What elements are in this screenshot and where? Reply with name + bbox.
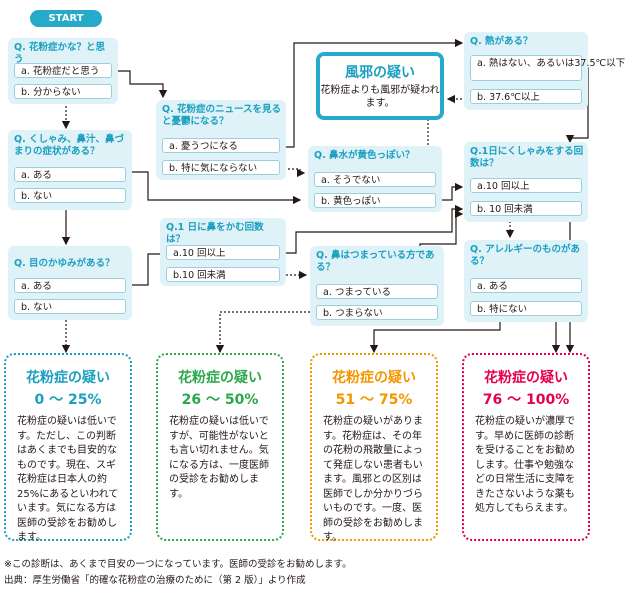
option-yes[interactable]: a. ある bbox=[470, 278, 582, 293]
result-range: 26 ～ 50% bbox=[181, 392, 259, 408]
option-no[interactable]: b. ない bbox=[14, 299, 126, 314]
question-allergy: Q. アレルギーのものがある？ a. ある b. 特にない bbox=[464, 240, 588, 322]
option-not-sure[interactable]: b. 分からない bbox=[14, 84, 112, 99]
start-label: START bbox=[30, 10, 102, 27]
option-not-bothered[interactable]: b. 特に気にならない bbox=[162, 160, 280, 175]
source-note: 出典：厚生労働省「的確な花粉症の治療のために（第 2 版）」より作成 bbox=[4, 575, 306, 586]
question-title: Q.1日にくしゃみをする回数は？ bbox=[470, 146, 584, 169]
result-body: 花粉症の疑いが濃厚です。早めに医師の診断を受けることをお勧めします。仕事や勉強な… bbox=[475, 416, 575, 514]
question-title: Q. 花粉症のニュースを見ると憂鬱になる？ bbox=[162, 104, 282, 127]
result-body: 花粉症の疑いは低いですが、可能性がないとも言い切れません。気になる方は、一度医師… bbox=[169, 416, 269, 500]
option-gloomy[interactable]: a. 憂うつになる bbox=[162, 138, 280, 153]
question-title: Q. 花粉症かな？と思う bbox=[14, 42, 105, 65]
result-0-25: 花粉症の疑い 0 ～ 25% 花粉症の疑いは低いです。ただし、この判断はあくまで… bbox=[4, 353, 132, 543]
question-yellow-mucus: Q. 鼻水が黄色っぽい？ a. そうでない b. 黄色っぽい bbox=[308, 146, 442, 212]
result-title: 花粉症の疑い bbox=[484, 370, 568, 386]
result-26-50: 花粉症の疑い 26 ～ 50% 花粉症の疑いは低いですが、可能性がないとも言い切… bbox=[156, 353, 284, 541]
question-hay-fever-suspect: Q. 花粉症かな？と思う a. 花粉症だと思う b. 分からない bbox=[8, 38, 118, 104]
option-yes[interactable]: a. ある bbox=[14, 167, 126, 182]
result-range: 0 ～ 25% bbox=[34, 392, 102, 408]
question-title: Q. 鼻水が黄色っぽい？ bbox=[314, 150, 415, 161]
question-title: Q. 鼻はつまっている方である？ bbox=[316, 250, 435, 273]
question-title: Q. 目のかゆみがある？ bbox=[14, 258, 115, 269]
result-range: 76 ～ 100% bbox=[482, 392, 570, 408]
option-not-congested[interactable]: b. つまらない bbox=[316, 305, 438, 320]
question-nose-blowing: Q.1 日に鼻をかむ回数は？ a.10 回以上 b.10 回未満 bbox=[160, 218, 286, 286]
result-title: 花粉症の疑い bbox=[332, 370, 416, 386]
option-yellowish[interactable]: b. 黄色っぽい bbox=[314, 193, 436, 208]
option-yes[interactable]: a. ある bbox=[14, 278, 126, 293]
result-76-100: 花粉症の疑い 76 ～ 100% 花粉症の疑いが濃厚です。早めに医師の診断を受け… bbox=[462, 353, 590, 541]
question-title: Q.1 日に鼻をかむ回数は？ bbox=[166, 222, 264, 245]
question-news-gloom: Q. 花粉症のニュースを見ると憂鬱になる？ a. 憂うつになる b. 特に気にな… bbox=[156, 100, 286, 180]
option-congested[interactable]: a. つまっている bbox=[316, 284, 438, 299]
option-not-yellow[interactable]: a. そうでない bbox=[314, 172, 436, 187]
option-under-ten[interactable]: b.10 回未満 bbox=[166, 267, 280, 282]
question-sneeze-count: Q.1日にくしゃみをする回数は？ a.10 回以上 b. 10 回未満 bbox=[464, 142, 588, 222]
option-under-ten[interactable]: b. 10 回未満 bbox=[470, 201, 582, 216]
question-itchy-eyes: Q. 目のかゆみがある？ a. ある b. ない bbox=[8, 246, 132, 320]
result-51-75: 花粉症の疑い 51 ～ 75% 花粉症の疑いがあります。花粉症は、その年の花粉の… bbox=[310, 353, 438, 543]
option-ten-or-more[interactable]: a.10 回以上 bbox=[166, 245, 280, 260]
result-title: 花粉症の疑い bbox=[178, 370, 262, 386]
result-title: 花粉症の疑い bbox=[26, 370, 110, 386]
option-think-hay-fever[interactable]: a. 花粉症だと思う bbox=[14, 63, 112, 78]
option-no-fever[interactable]: a. 熱はない、あるいは37.5℃以下 bbox=[470, 55, 625, 81]
option-ten-or-more[interactable]: a.10 回以上 bbox=[470, 178, 582, 193]
cold-text: 花粉症よりも風邪が疑われます。 bbox=[320, 85, 440, 109]
result-range: 51 ～ 75% bbox=[335, 392, 413, 408]
option-no[interactable]: b. ない bbox=[14, 188, 126, 203]
disclaimer-note: ※この診断は、あくまで目安の一つになっています。医師の受診をお勧めします。 bbox=[4, 559, 352, 570]
question-title: Q. 熱がある？ bbox=[470, 36, 533, 47]
question-sneeze-symptoms: Q. くしゃみ、鼻汁、鼻づまりの症状がある？ a. ある b. ない bbox=[8, 130, 132, 210]
question-title: Q. アレルギーのものがある？ bbox=[470, 244, 580, 267]
result-body: 花粉症の疑いは低いです。ただし、この判断はあくまでも目安的なものです。現在、スギ… bbox=[17, 416, 119, 543]
question-title: Q. くしゃみ、鼻汁、鼻づまりの症状がある？ bbox=[14, 134, 124, 157]
question-nasal-congestion: Q. 鼻はつまっている方である？ a. つまっている b. つまらない bbox=[310, 246, 444, 326]
cold-title: 風邪の疑い bbox=[345, 65, 415, 81]
option-high-fever[interactable]: b. 37.6℃以上 bbox=[470, 89, 582, 104]
cold-suspicion-box: 風邪の疑い 花粉症よりも風邪が疑われます。 bbox=[316, 52, 444, 120]
result-body: 花粉症の疑いがあります。花粉症は、その年の花粉の飛散量によって発症しない患者もい… bbox=[323, 416, 423, 543]
question-fever: Q. 熱がある？ a. 熱はない、あるいは37.5℃以下 b. 37.6℃以上 bbox=[464, 32, 625, 110]
option-none[interactable]: b. 特にない bbox=[470, 301, 582, 316]
